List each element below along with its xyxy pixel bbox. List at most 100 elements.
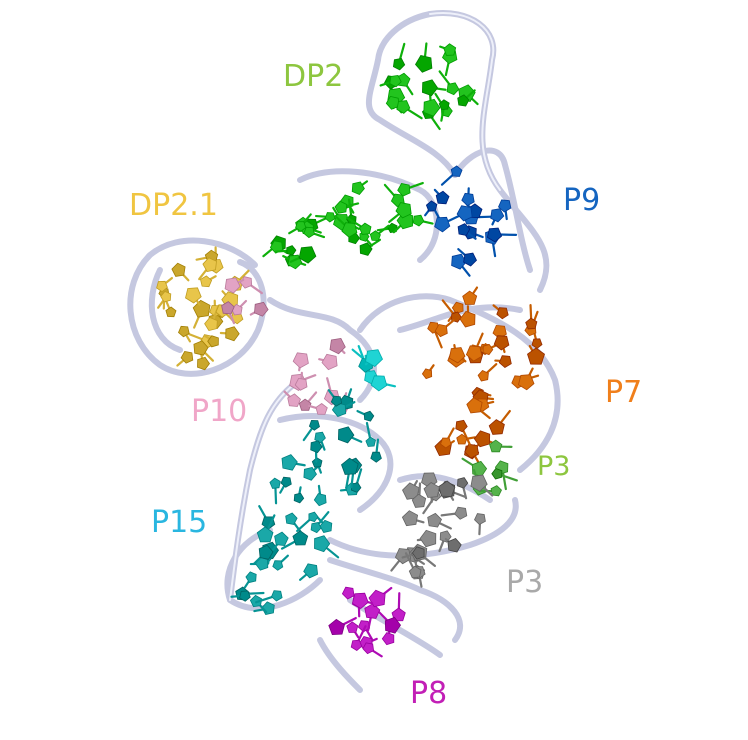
p7-base	[498, 355, 512, 368]
p3-grey-base	[401, 510, 419, 527]
dp21-base	[193, 340, 209, 356]
p7-base	[496, 307, 509, 320]
p7-base	[531, 338, 543, 349]
p15-base	[272, 560, 284, 571]
p10-base	[298, 398, 312, 411]
p7-base	[462, 290, 478, 305]
p7-base	[482, 344, 494, 356]
p7-base	[421, 368, 433, 380]
p15-base	[370, 375, 388, 392]
p3-green-base	[491, 468, 503, 480]
p15-base	[303, 466, 317, 481]
dp2-base	[396, 100, 411, 114]
p15-base	[292, 530, 309, 546]
p15-base	[370, 451, 382, 463]
p9-base	[435, 190, 450, 205]
label-p10: P10	[191, 394, 248, 429]
p9-base	[456, 205, 473, 222]
p10-base	[254, 301, 269, 317]
dp21-base	[192, 299, 211, 318]
dp2-base	[286, 245, 297, 256]
p7-base	[456, 433, 468, 445]
p3-grey-base	[423, 482, 440, 498]
p15-base	[310, 522, 322, 534]
p15-base	[308, 419, 320, 431]
p3-grey-base	[419, 529, 437, 548]
dp2-base	[438, 99, 450, 110]
p7-base	[488, 419, 505, 435]
p3-grey-base	[474, 513, 486, 525]
backbone-segment	[267, 297, 377, 403]
p8-base	[362, 642, 375, 655]
dp21-base	[160, 291, 172, 303]
dp2-base	[369, 230, 381, 242]
label-p15: P15	[151, 505, 208, 540]
dp2-base	[359, 242, 373, 256]
backbone-segment	[297, 168, 440, 263]
p9-base	[498, 199, 512, 213]
p15-base	[330, 395, 343, 407]
p3-green-base	[490, 485, 502, 497]
p7-base	[466, 397, 483, 414]
backbone-segment	[327, 557, 463, 643]
p9-base	[490, 208, 505, 223]
p3-grey-base	[394, 548, 412, 565]
dp21-base	[207, 335, 219, 348]
dp2-base	[303, 226, 315, 239]
dp2-base	[446, 82, 460, 96]
p8-base	[341, 586, 355, 600]
label-dp2: DP2	[283, 59, 344, 94]
dp21-base	[202, 257, 217, 273]
p15-base	[256, 526, 274, 543]
p15-base	[249, 594, 263, 608]
p7-base	[525, 317, 538, 330]
dp21-base	[171, 262, 186, 277]
p15-base	[280, 476, 292, 488]
dp21-base	[225, 326, 240, 342]
p7-base	[434, 323, 448, 338]
dp2-base	[397, 183, 411, 197]
p15-base	[365, 349, 383, 367]
p8-base	[357, 620, 371, 633]
label-p3-green: P3	[537, 451, 571, 482]
p7-base	[459, 310, 476, 328]
backbone-segment	[365, 11, 458, 178]
dp2-base	[359, 222, 372, 235]
dp2-base	[269, 240, 284, 254]
dp2-base	[298, 246, 317, 264]
dp21-base	[185, 287, 202, 304]
p8-base	[364, 603, 381, 619]
p3-grey-base	[411, 546, 425, 560]
p9-base	[425, 200, 438, 212]
p10-base	[287, 393, 301, 407]
backbone-segment	[317, 637, 363, 693]
nucleotide-bases	[156, 42, 545, 658]
p3-grey-base	[411, 493, 427, 508]
p3-grey-base	[470, 474, 488, 492]
p15-base	[308, 511, 319, 523]
dp2-base	[385, 95, 400, 110]
p3-grey-base	[457, 477, 469, 489]
dp21-base	[200, 275, 213, 288]
label-p3-grey: P3	[506, 565, 544, 600]
p8-base	[350, 639, 363, 651]
dp2-base	[324, 212, 336, 223]
dp21-base	[165, 306, 177, 318]
p8-base	[328, 618, 345, 636]
p15-base	[337, 426, 355, 444]
p8-base	[391, 607, 406, 622]
p15-base	[311, 457, 323, 468]
p9-base	[457, 223, 471, 236]
p9-base	[451, 253, 467, 270]
p7-base	[440, 437, 452, 449]
p15-base	[319, 519, 333, 533]
p15-base	[350, 482, 362, 493]
p7-base	[477, 370, 489, 382]
p7-base	[493, 335, 510, 351]
label-dp21: DP2.1	[129, 188, 218, 223]
p15-base	[258, 544, 274, 560]
dp21-base	[156, 280, 168, 293]
p10-base	[315, 403, 328, 415]
